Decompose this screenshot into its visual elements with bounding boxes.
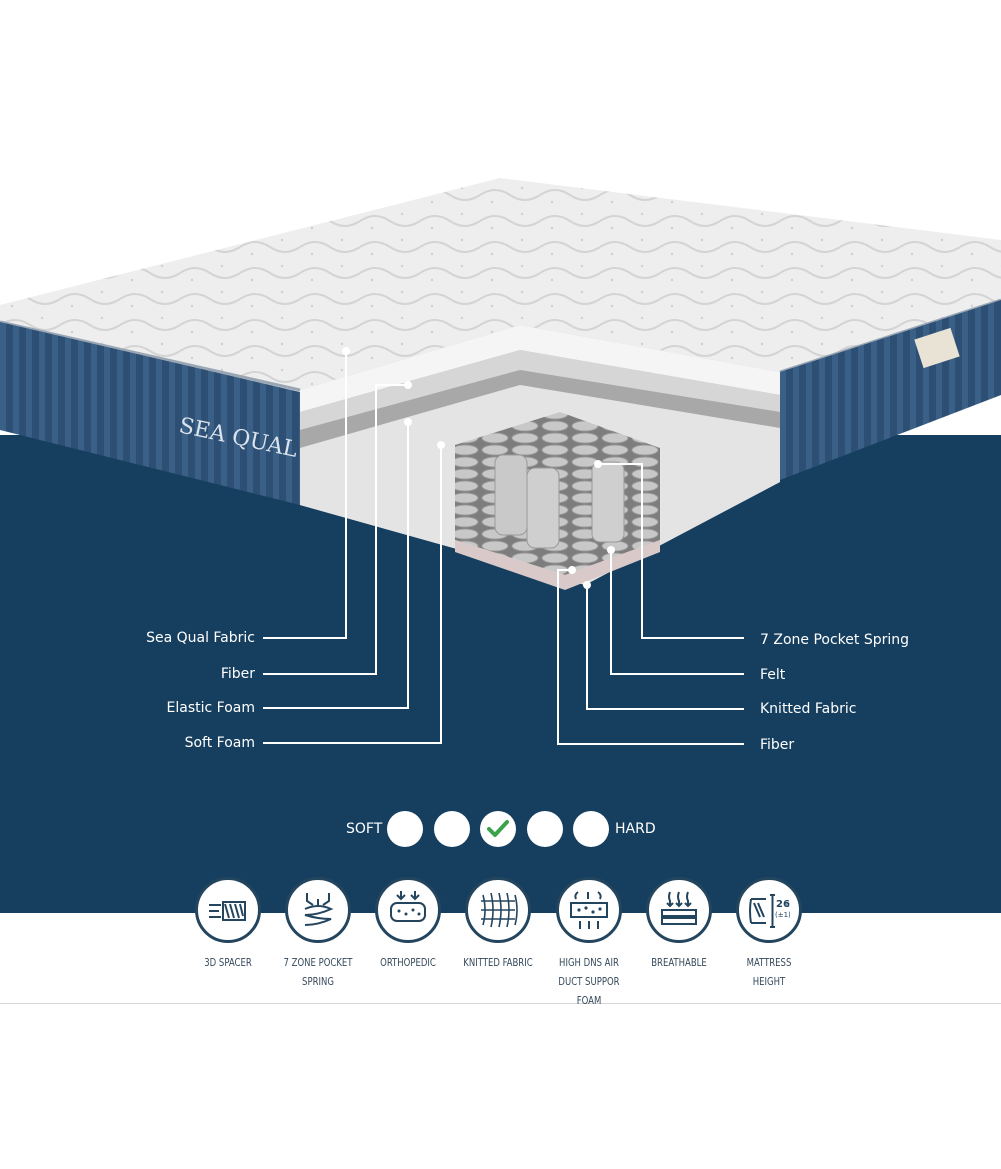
layer-label-fiber-bottom: Fiber <box>760 737 795 753</box>
air-duct-foam-icon <box>570 891 608 929</box>
layer-label-fiber: Fiber <box>220 666 255 682</box>
feature-orthopedic: ORTHOPEDIC <box>363 877 453 972</box>
feature-label: 7 ZONE POCKET SPRING <box>283 956 353 988</box>
feature-pocket-spring: 7 ZONE POCKET SPRING <box>273 877 363 991</box>
spacer-icon <box>209 901 246 921</box>
divider <box>0 1003 1001 1004</box>
feature-label: ORTHOPEDIC <box>380 956 436 969</box>
firmness-level-3-selected <box>480 811 516 847</box>
firmness-level-4 <box>527 811 563 847</box>
orthopedic-icon <box>390 891 426 922</box>
feature-label: KNITTED FABRIC <box>463 956 533 969</box>
svg-text:26: 26 <box>776 899 790 910</box>
layer-label-knitted-fabric: Knitted Fabric <box>760 701 857 717</box>
firmness-level-2 <box>434 811 470 847</box>
feature-label: MATTRESS HEIGHT <box>746 956 792 988</box>
feature-label: 3D SPACER <box>204 956 252 969</box>
check-icon <box>487 820 509 837</box>
feature-label: BREATHABLE <box>651 956 707 969</box>
hard-label: HARD <box>615 821 656 837</box>
layer-label-sea-qual-fabric: Sea Qual Fabric <box>146 630 255 646</box>
feature-label: HIGH DNS AIR DUCT SUPPOR FOAM <box>558 956 620 1007</box>
firmness-level-1 <box>387 811 423 847</box>
soft-label: SOFT <box>346 821 383 837</box>
svg-text:CM: CM <box>786 903 790 909</box>
layer-label-soft-foam: Soft Foam <box>184 735 255 751</box>
spring-icon <box>304 893 334 926</box>
breathable-icon <box>661 891 697 925</box>
feature-mattress-height: 26 CM (±1) MATTRESS HEIGHT <box>724 877 814 991</box>
feature-air-duct-foam: HIGH DNS AIR DUCT SUPPOR FOAM <box>544 877 634 1010</box>
height-icon: 26 CM (±1) <box>749 894 790 928</box>
layer-label-elastic-foam: Elastic Foam <box>166 700 255 716</box>
knitted-fabric-icon <box>481 892 518 928</box>
feature-breathable: BREATHABLE <box>634 877 724 972</box>
feature-knitted-fabric: KNITTED FABRIC <box>453 877 543 972</box>
firmness-level-5 <box>573 811 609 847</box>
layer-label-pocket-spring: 7 Zone Pocket Spring <box>760 632 909 648</box>
feature-3d-spacer: 3D SPACER <box>183 877 273 972</box>
svg-text:(±1): (±1) <box>775 911 790 919</box>
layer-label-felt: Felt <box>760 667 786 683</box>
